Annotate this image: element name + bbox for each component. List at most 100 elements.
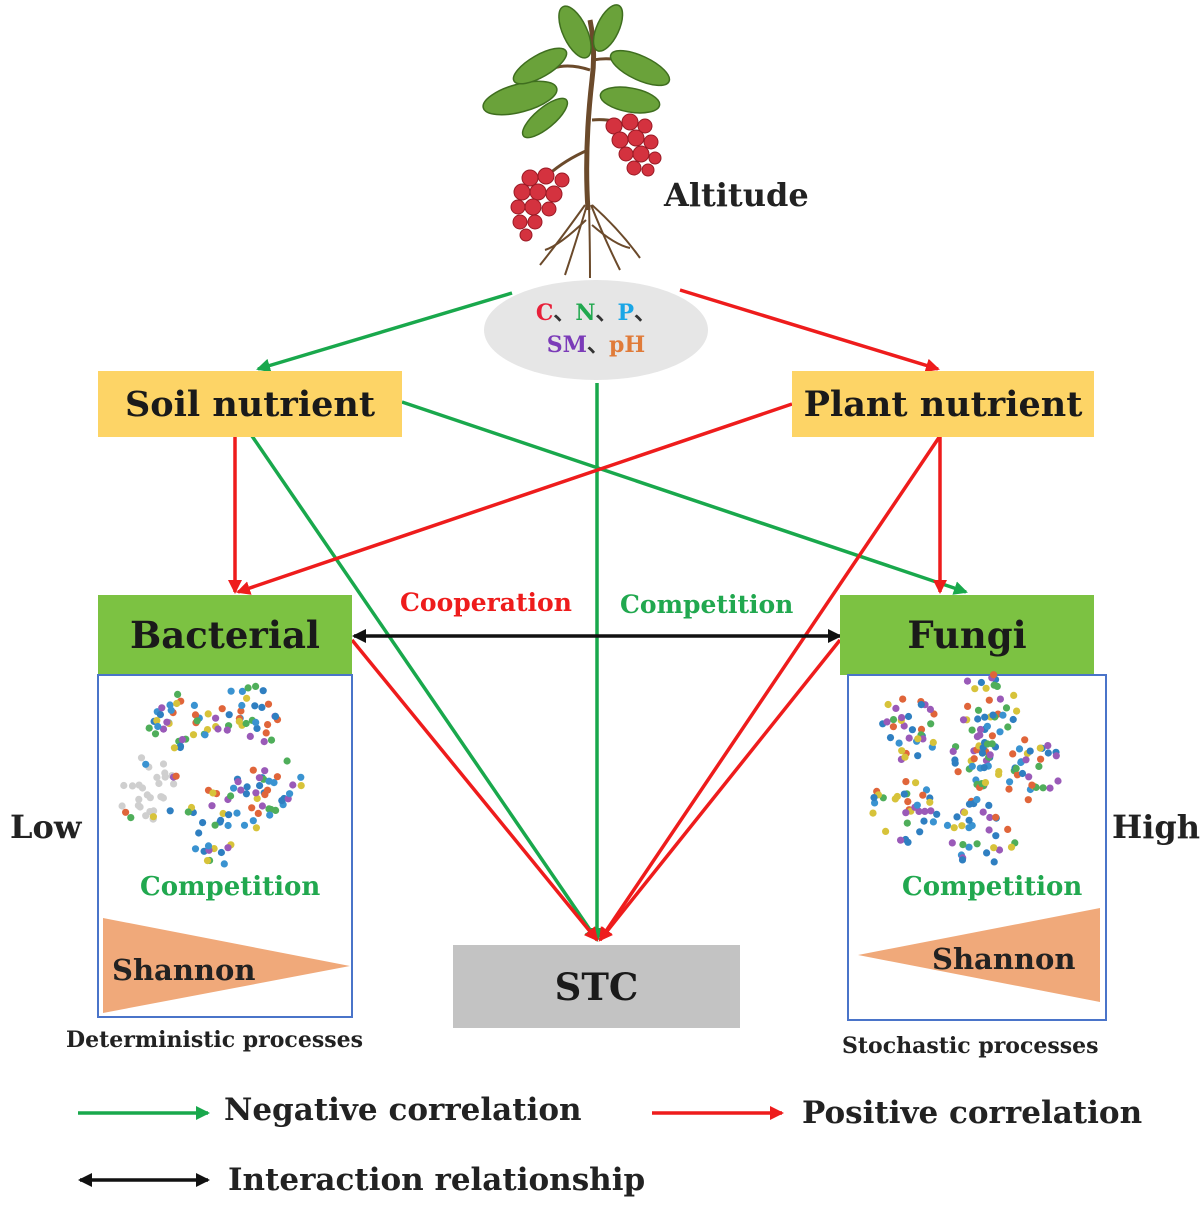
network-node	[889, 716, 898, 724]
network-node	[926, 798, 934, 806]
network-node	[902, 778, 910, 786]
plant-nutrient-label: Plant nutrient	[803, 383, 1083, 425]
network-node	[258, 802, 266, 810]
network-node	[252, 789, 260, 797]
network-node	[258, 703, 266, 712]
network-node	[212, 714, 220, 722]
network-node	[254, 809, 262, 818]
fungi-network-icon	[869, 671, 1062, 866]
network-node	[1035, 762, 1043, 771]
network-node	[199, 819, 207, 827]
network-node	[904, 798, 912, 806]
network-node	[898, 714, 906, 722]
network-node	[252, 824, 260, 832]
network-node	[230, 784, 238, 792]
network-node	[1004, 723, 1012, 731]
network-node	[273, 773, 281, 781]
network-node	[1021, 736, 1029, 744]
network-node	[933, 810, 941, 818]
network-node	[237, 786, 245, 794]
network-node	[224, 844, 232, 852]
network-node	[982, 684, 990, 692]
network-node	[159, 725, 168, 733]
network-node	[191, 711, 200, 719]
network-node	[995, 846, 1004, 854]
network-node	[965, 843, 973, 851]
network-node	[943, 821, 952, 830]
network-node	[154, 722, 162, 731]
network-node	[882, 827, 890, 836]
network-node	[993, 682, 1001, 691]
network-node	[900, 722, 908, 730]
network-node	[184, 808, 192, 816]
network-node	[968, 726, 976, 734]
network-node	[161, 773, 169, 781]
network-node	[949, 747, 957, 756]
network-node	[919, 735, 927, 743]
network-node	[927, 720, 935, 728]
bacterial-shannon-label: Shannon	[112, 953, 256, 987]
soil-factor-ellipse	[484, 280, 708, 380]
network-node	[142, 760, 150, 768]
factor-sm: SM	[546, 332, 588, 358]
network-node	[886, 734, 895, 742]
network-node	[992, 813, 1000, 821]
bacterial-network-icon	[118, 682, 305, 868]
network-node	[267, 736, 276, 744]
network-node	[238, 701, 246, 710]
network-node	[917, 701, 925, 709]
stochastic-label: Stochastic processes	[842, 1033, 1099, 1059]
network-node	[892, 704, 900, 713]
network-node	[965, 800, 974, 808]
network-node	[948, 839, 956, 847]
network-node	[900, 790, 908, 798]
network-node	[929, 738, 937, 747]
network-node	[981, 713, 989, 721]
network-node	[1044, 742, 1052, 750]
network-node	[990, 671, 998, 679]
network-node	[246, 732, 254, 741]
network-node	[983, 722, 992, 730]
network-node	[1046, 784, 1054, 792]
network-node	[1010, 691, 1018, 700]
network-node	[1009, 715, 1017, 724]
network-node	[234, 778, 242, 786]
network-node	[211, 821, 219, 829]
network-node	[1006, 778, 1014, 786]
network-node	[204, 842, 213, 850]
network-node	[266, 811, 274, 819]
network-node	[244, 684, 252, 692]
network-node	[970, 755, 978, 763]
network-node	[913, 801, 921, 809]
network-node	[1007, 843, 1016, 851]
network-node	[237, 707, 245, 715]
network-node	[901, 753, 909, 761]
network-node	[985, 696, 993, 704]
network-node	[973, 733, 982, 741]
network-node	[870, 794, 878, 802]
network-node	[922, 786, 931, 794]
network-node	[929, 818, 938, 826]
network-node	[153, 717, 161, 725]
factor-ph: pH	[609, 332, 646, 358]
network-node	[191, 845, 200, 853]
network-node	[979, 808, 987, 816]
network-node	[985, 826, 993, 834]
network-node	[264, 700, 273, 708]
network-node	[297, 773, 305, 781]
fungi-competition-label: Competition	[902, 872, 1083, 902]
fungi-shannon-label: Shannon	[932, 942, 1076, 976]
network-node	[983, 849, 991, 857]
plant-nutrient-box	[792, 371, 1094, 437]
network-node	[283, 757, 291, 765]
fungi-panel	[847, 674, 1107, 1021]
factor-p: P	[617, 300, 635, 326]
network-node	[203, 857, 212, 865]
network-node	[961, 808, 969, 817]
network-node	[919, 791, 927, 799]
network-node	[985, 801, 993, 810]
network-node	[209, 789, 217, 797]
network-node	[253, 794, 261, 803]
network-node	[996, 728, 1004, 736]
network-node	[252, 718, 260, 727]
